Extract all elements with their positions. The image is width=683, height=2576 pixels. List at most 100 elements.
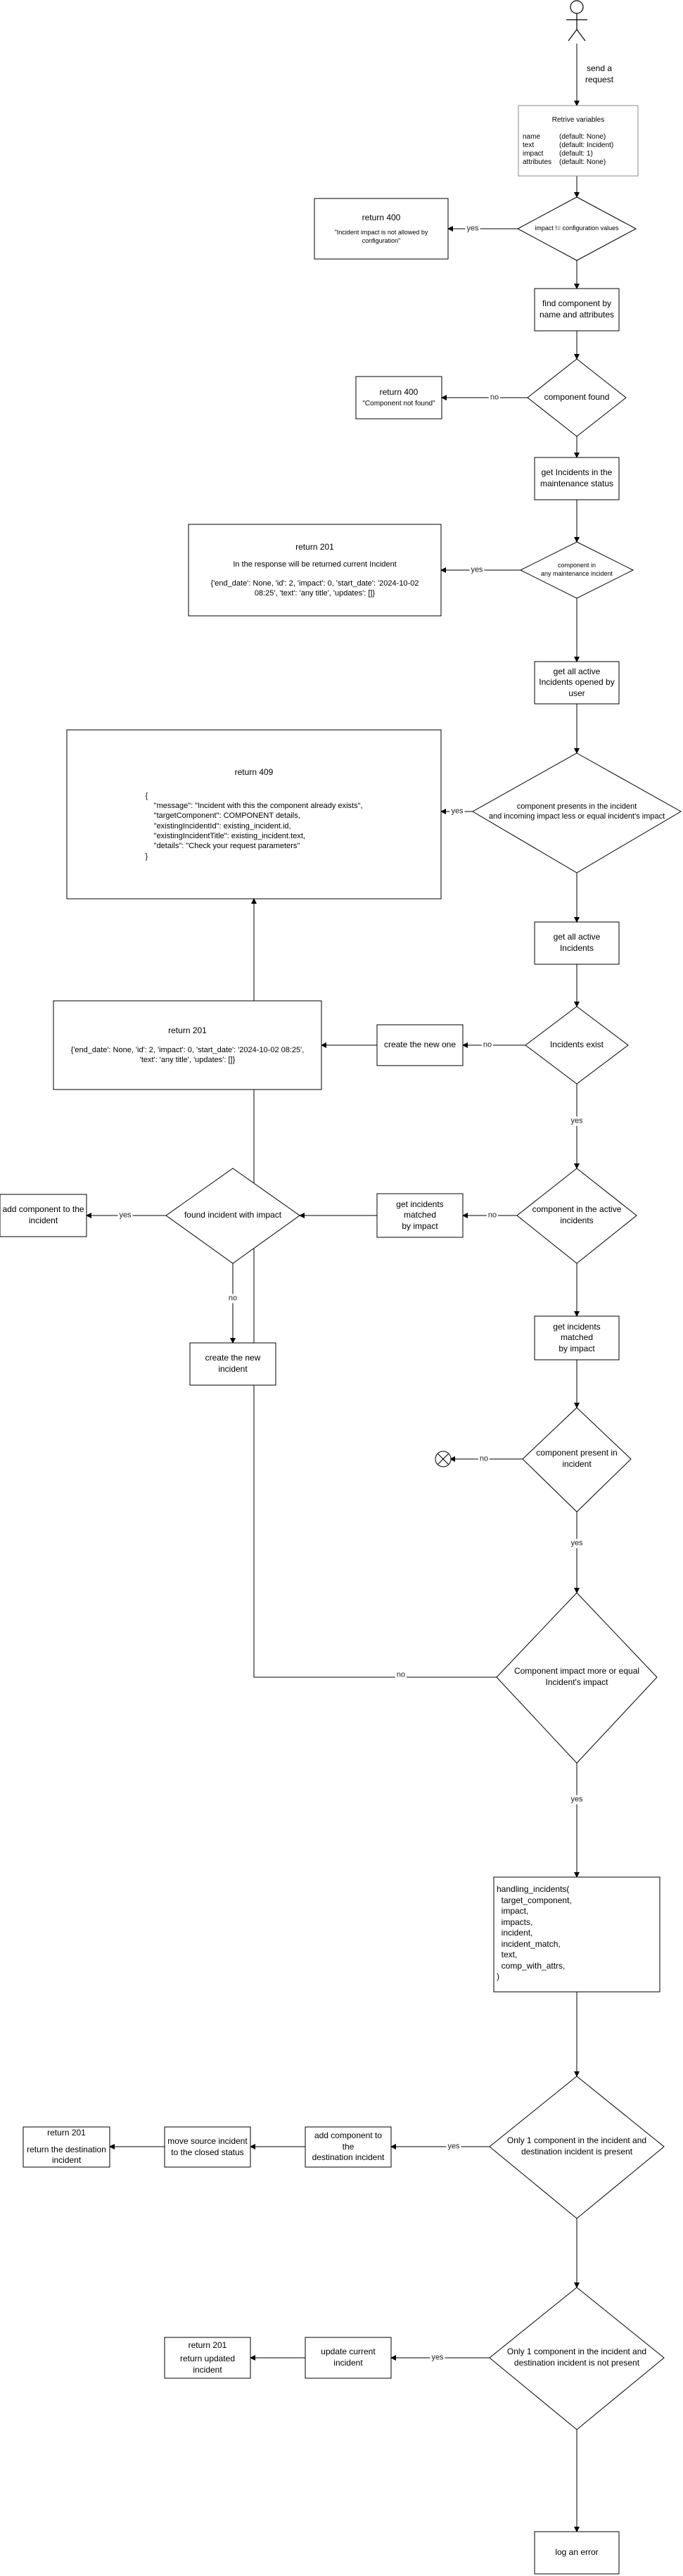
retrieve-field-default: (default: Incident) [559, 141, 614, 149]
get-all-active-label: get all active Incidents [553, 932, 601, 953]
edge-label-yes: yes [569, 1116, 585, 1126]
return-201-new: return 201 {'end_date': None, 'id': 2, '… [53, 1001, 321, 1090]
move-source-box [164, 2126, 251, 2168]
retrieve-field-name: text [523, 141, 535, 149]
impact-decision-text: impact != configuration values [525, 211, 629, 246]
retrieve-field-default: (default: None) [559, 158, 606, 166]
retrieve-field-default: (default: None) [559, 132, 606, 141]
get-matched-left-box [376, 1193, 464, 1238]
incidents-exist-text: Incidents exist [532, 1035, 621, 1056]
find-component-box [534, 288, 620, 332]
get-maintenance-label: get Incidents in the maintenance status [540, 467, 614, 488]
update-current: update current incident [305, 2337, 391, 2378]
get-all-active-box [534, 921, 620, 965]
component-found-decision [527, 358, 627, 437]
return-400-impact-title: return 400 [362, 212, 401, 222]
return-201-destination: return 201 return the destination incide… [23, 2127, 110, 2167]
return-201-destination-box [23, 2126, 110, 2168]
only1-not-present-label: Only 1 component in the incident and des… [506, 2347, 647, 2368]
create-new-one-label: create the new one [383, 1040, 457, 1050]
get-matched-box [534, 1315, 620, 1360]
log-error: log an error [535, 2532, 619, 2574]
return-400-component-message: "Component not found" [362, 400, 435, 408]
edge-label-no: no [478, 1454, 490, 1464]
return-201-maintenance-title: return 201 [295, 541, 334, 552]
presents-decision-text: component presents in the incident and i… [478, 795, 675, 828]
return-201-updated-box [164, 2337, 251, 2379]
find-component: find component by name and attributes [535, 289, 619, 331]
maintenance-decision-label: component in any maintenance incident [540, 562, 613, 577]
log-error-box [534, 2531, 620, 2575]
retrieve-field-name: impact [523, 149, 544, 158]
edge-label-no: no [226, 1294, 239, 1303]
decision-shapes [165, 196, 682, 2430]
add-component: add component to the incident [0, 1194, 87, 1237]
maintenance-decision-text: component in any maintenance incident [528, 556, 626, 584]
update-current-box [305, 2337, 392, 2379]
component-found-text: component found [535, 384, 619, 412]
edge-moreequal-ret409 [251, 898, 499, 1678]
retrieve-field-name: name [523, 132, 541, 141]
found-impact-decision [165, 1168, 300, 1264]
impact-decision [516, 196, 637, 261]
process-shapes [0, 105, 660, 2575]
return-409-body: { "message": "Incident with this the com… [145, 791, 363, 861]
create-new-incident: create the new incident [190, 1343, 276, 1385]
return-400-component-box [355, 376, 442, 419]
edge-label-yes: yes [446, 2142, 461, 2152]
edge-label-yes: yes [469, 565, 485, 575]
return-201-new-body: {'end_date': None, 'id': 2, 'impact': 0,… [70, 1045, 305, 1064]
return-400-component-title: return 400 [379, 386, 419, 397]
edge-label-yes: yes [449, 807, 465, 816]
handling-incidents-code: handling_incidents( target_component, im… [497, 1884, 572, 1981]
edge-label-no: no [481, 1040, 494, 1050]
incidents-exist-label: Incidents exist [549, 1040, 604, 1050]
return-201-updated-title: return 201 [188, 2340, 227, 2350]
presents-decision-label: component presents in the incident and i… [488, 802, 665, 821]
get-maintenance: get Incidents in the maintenance status [535, 457, 619, 500]
return-201-destination-title: return 201 [47, 2128, 86, 2138]
add-component-label: add component to the incident [2, 1204, 84, 1225]
in-active-decision-text: component in the active incidents [524, 1201, 630, 1230]
find-component-label: find component by name and attributes [539, 298, 615, 320]
edge-label-no: no [488, 393, 501, 403]
return-409-box [66, 729, 442, 899]
only1-not-present-decision [489, 2287, 665, 2430]
add-to-destination-label: add component to the destination inciden… [312, 2130, 385, 2163]
presents-decision [471, 752, 682, 873]
edge-label-yes: yes [569, 1539, 585, 1548]
actor-figure [566, 0, 587, 42]
get-all-active: get all active Incidents [535, 922, 619, 964]
return-409: return 409 { "message": "Incident with t… [67, 730, 441, 899]
get-user-active: get all active Incidents opened by user [535, 662, 619, 704]
present-in-incident-decision [522, 1407, 632, 1513]
edge-label-yes: yes [117, 1211, 133, 1220]
terminator-icon [435, 1451, 452, 1467]
maintenance-decision [519, 541, 634, 599]
move-source: move source incident to the closed statu… [165, 2127, 250, 2167]
retrieve-variables: Retrive variables name(default: None) te… [518, 106, 638, 176]
retrieve-field-name: attributes [523, 158, 552, 166]
get-matched-left: get incidents matched by impact [377, 1194, 463, 1237]
get-matched-left-label: get incidents matched by impact [396, 1199, 444, 1231]
edge-label-yes: yes [569, 1795, 585, 1805]
only1-present-label: Only 1 component in the incident and des… [506, 2135, 647, 2157]
return-400-impact: return 400 "Incident impact is not allow… [314, 198, 448, 259]
return-201-destination-message: return the destination incident [27, 2144, 106, 2166]
return-201-maintenance-box [188, 524, 442, 617]
edge-label-no: no [486, 1211, 499, 1220]
found-impact-decision-label: found incident with impact [184, 1210, 282, 1220]
log-error-label: log an error [555, 2547, 599, 2558]
return-201-maintenance: return 201 In the response will be retur… [189, 524, 441, 616]
move-source-label: move source incident to the closed statu… [167, 2135, 248, 2157]
return-400-impact-box [314, 198, 449, 260]
more-equal-decision [496, 1592, 658, 1764]
create-new-one-box [376, 1024, 464, 1066]
add-to-destination-box [305, 2126, 392, 2168]
update-current-label: update current incident [321, 2347, 376, 2368]
retrieve-variables-box [518, 105, 639, 177]
edge-label-yes: yes [465, 224, 480, 234]
return-201-maintenance-body: {'end_date': None, 'id': 2, 'impact': 0,… [210, 579, 419, 598]
present-in-incident-text: component present in incident [531, 1445, 623, 1473]
